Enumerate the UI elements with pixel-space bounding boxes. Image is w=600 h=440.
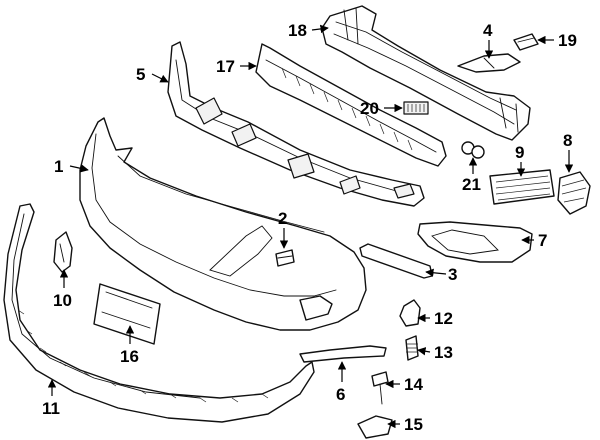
callout-19: 19 <box>558 31 577 50</box>
part-17-energy-absorber <box>255 43 447 167</box>
leader-3 <box>425 268 447 277</box>
part-13-screw <box>405 335 419 361</box>
part-6-trim-strip <box>299 345 387 363</box>
part-20-clip <box>403 101 429 115</box>
part-3-bracket <box>359 243 433 279</box>
callout-2: 2 <box>278 209 287 228</box>
part-14-bolt <box>371 371 389 405</box>
callout-10: 10 <box>53 291 72 310</box>
part-4-mount-bracket <box>457 53 521 73</box>
part-12-push-clip <box>399 299 421 327</box>
callout-13: 13 <box>434 343 453 362</box>
part-19-screw <box>513 33 539 51</box>
part-8-grille-side <box>557 171 591 215</box>
callout-8: 8 <box>563 131 572 150</box>
callout-11: 11 <box>42 399 60 418</box>
part-7-fog-bezel <box>417 221 533 263</box>
leader-13 <box>417 347 431 356</box>
part-11-lower-valance <box>3 203 315 423</box>
leader-5 <box>151 73 169 83</box>
callout-labels: 1 2 3 4 5 6 7 8 9 10 11 12 13 14 15 16 1… <box>42 21 577 434</box>
callout-21: 21 <box>462 175 481 194</box>
callout-4: 4 <box>483 21 493 40</box>
part-1-bumper-cover <box>79 117 367 331</box>
callout-15: 15 <box>404 415 423 434</box>
part-2-bolt <box>275 249 295 267</box>
leader-1 <box>69 164 89 173</box>
callout-9: 9 <box>515 143 524 162</box>
part-21-clip <box>461 141 485 159</box>
callout-12: 12 <box>434 309 453 328</box>
callout-7: 7 <box>538 231 547 250</box>
callout-20: 20 <box>360 99 379 118</box>
part-5-upper-support <box>167 41 425 207</box>
callout-5: 5 <box>136 65 145 84</box>
callout-14: 14 <box>404 375 423 394</box>
part-16-license-bracket <box>93 283 161 345</box>
callout-17: 17 <box>216 57 235 76</box>
part-10-side-bracket <box>53 231 73 273</box>
callout-leaders <box>47 24 574 429</box>
callout-18: 18 <box>288 21 307 40</box>
callout-3: 3 <box>448 265 457 284</box>
part-18-reinforcement-beam <box>321 5 531 141</box>
callout-6: 6 <box>336 385 345 404</box>
callout-16: 16 <box>120 347 139 366</box>
callout-1: 1 <box>54 157 63 176</box>
part-15-clip-nut <box>357 415 393 439</box>
part-9-grille-insert <box>489 169 555 205</box>
leader-18 <box>311 24 329 34</box>
